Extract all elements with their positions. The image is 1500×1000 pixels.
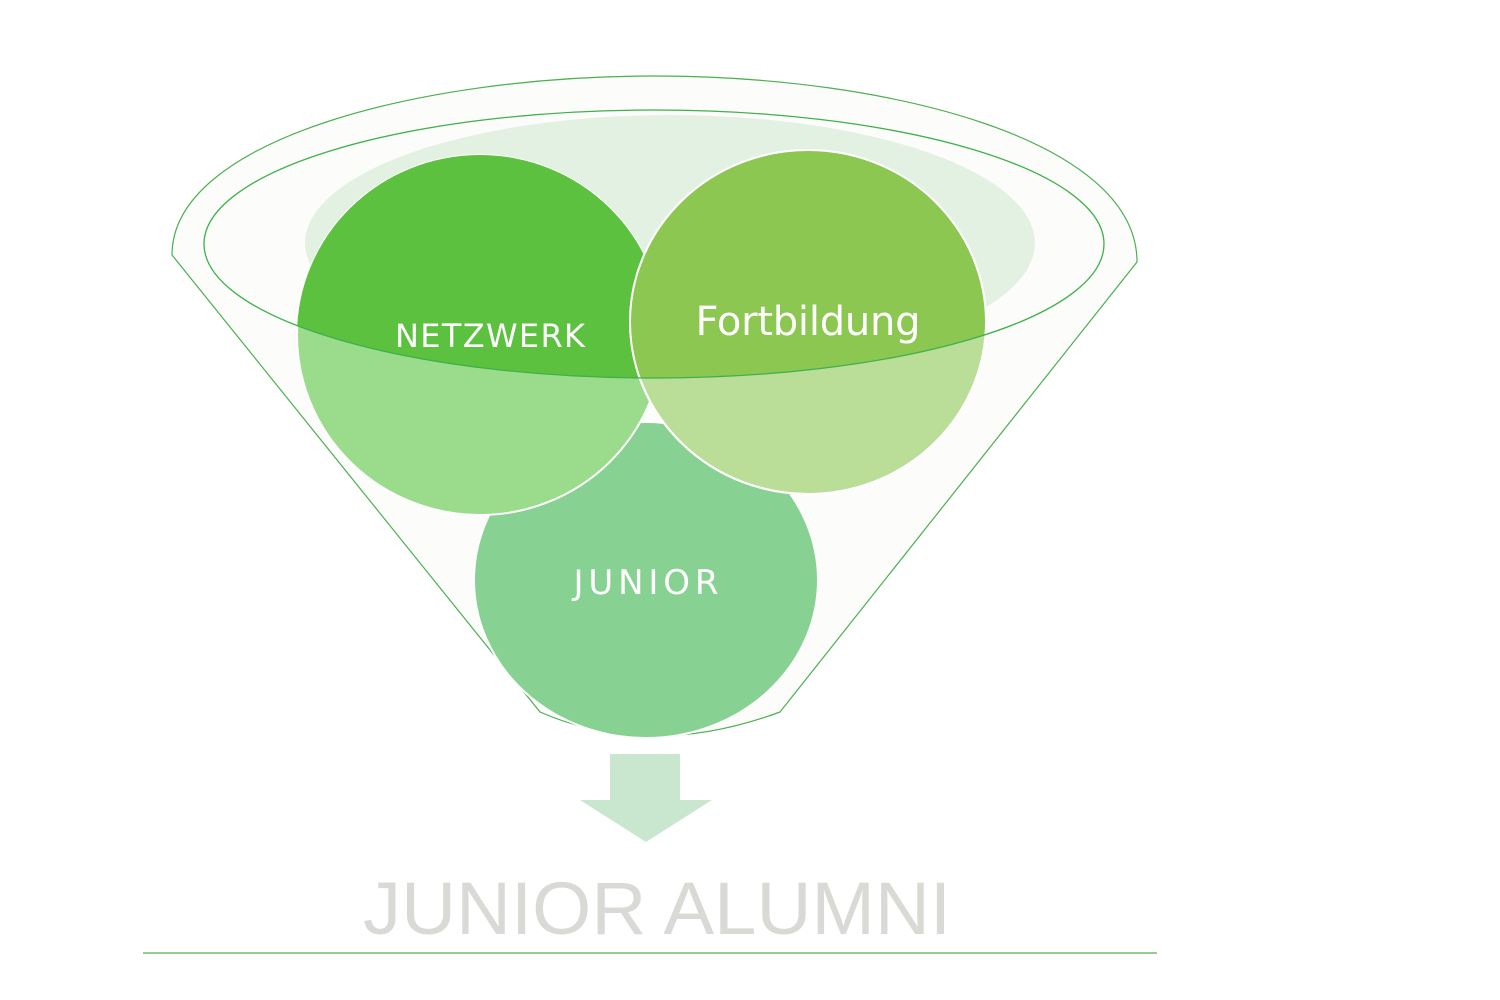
label-fortbildung: Fortbildung	[696, 299, 921, 345]
funnel-rim-inner	[203, 109, 1105, 379]
circle-junior	[473, 421, 819, 739]
label-netzwerk: NETZWERK	[395, 317, 586, 355]
circle-fortbildung	[629, 149, 987, 495]
circle-netzwerk	[296, 154, 664, 516]
arrow-down-icon	[580, 754, 712, 842]
result-label: JUNIOR ALUMNI	[363, 867, 951, 950]
